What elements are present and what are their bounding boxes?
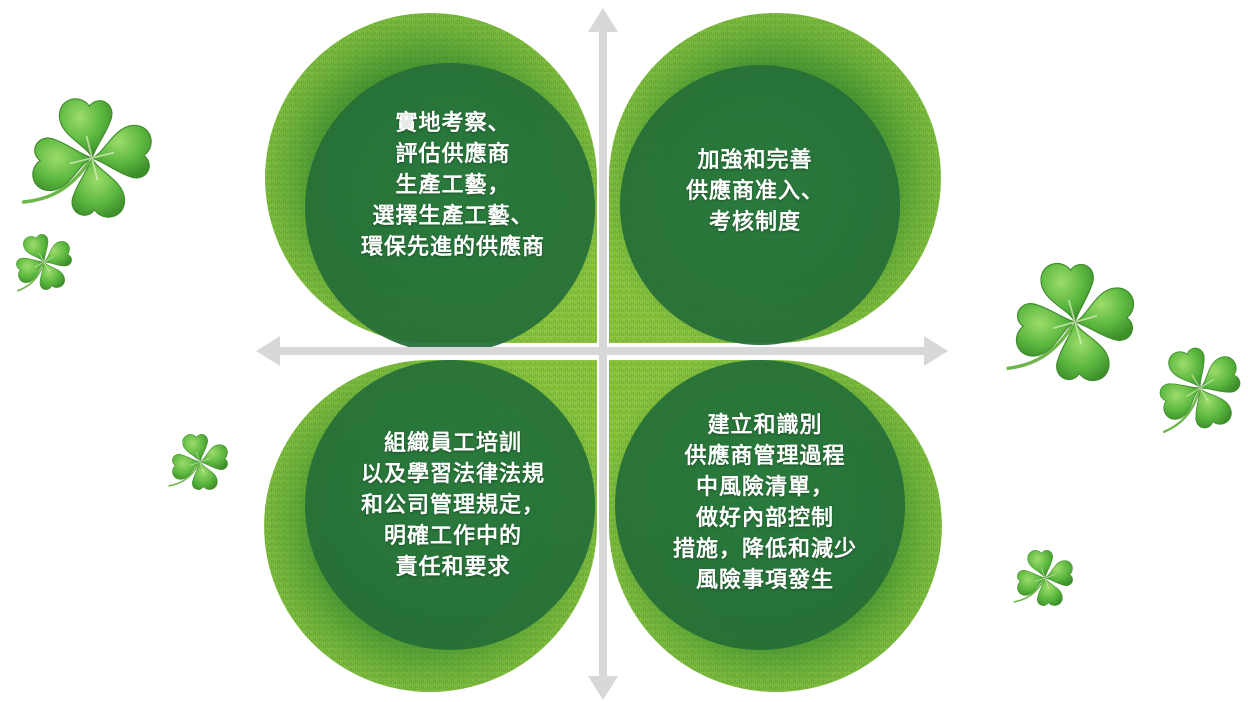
arrow-left-icon	[256, 336, 280, 366]
arrow-right-icon	[924, 336, 948, 366]
top-right-text: 加強和完善 供應商准入、 考核制度	[620, 145, 890, 238]
text-line: 供應商管理過程	[684, 444, 846, 469]
text-line: 選擇生產工藝、	[372, 204, 534, 229]
text-line: 供應商准入、	[685, 179, 824, 204]
text-line: 和公司管理規定，	[360, 493, 545, 518]
clover-icon	[21, 88, 161, 227]
bottom-right-text: 建立和識別 供應商管理過程 中風險清單， 做好內部控制 措施，降低和減少 風險事…	[620, 410, 910, 596]
text-line: 組織員工培訓	[383, 431, 522, 456]
arrow-up-icon	[588, 8, 618, 32]
text-line: 加強和完善	[697, 148, 813, 173]
clover-icon	[168, 431, 231, 493]
clover-icon	[12, 231, 75, 293]
petal-top-left	[265, 13, 597, 353]
text-line: 環保先進的供應商	[360, 235, 545, 260]
text-line: 風險事項發生	[695, 568, 834, 593]
clover-icon	[1013, 547, 1076, 609]
text-line: 明確工作中的	[383, 524, 522, 549]
text-line: 實地考察、	[395, 111, 511, 136]
clover-icon	[1152, 341, 1247, 435]
text-line: 責任和要求	[395, 555, 511, 580]
top-left-text: 實地考察、 評估供應商 生產工藝， 選擇生產工藝、 環保先進的供應商	[318, 108, 588, 263]
petal-bottom-left	[264, 360, 597, 692]
clover-icon	[1006, 254, 1143, 390]
text-line: 以及學習法律法規	[360, 462, 545, 487]
bottom-left-text: 組織員工培訓 以及學習法律法規 和公司管理規定， 明確工作中的 責任和要求	[318, 428, 588, 583]
text-line: 中風險清單，	[695, 475, 834, 500]
text-line: 生產工藝，	[395, 173, 511, 198]
text-line: 建立和識別	[707, 413, 823, 438]
text-line: 考核制度	[708, 210, 801, 235]
horizontal-axis	[256, 336, 948, 366]
petal-bottom-right	[609, 360, 942, 692]
text-line: 評估供應商	[395, 142, 511, 167]
text-line: 措施，降低和減少	[672, 537, 857, 562]
text-line: 做好內部控制	[695, 506, 834, 531]
petal-top-right	[609, 13, 941, 345]
arrow-down-icon	[588, 676, 618, 700]
